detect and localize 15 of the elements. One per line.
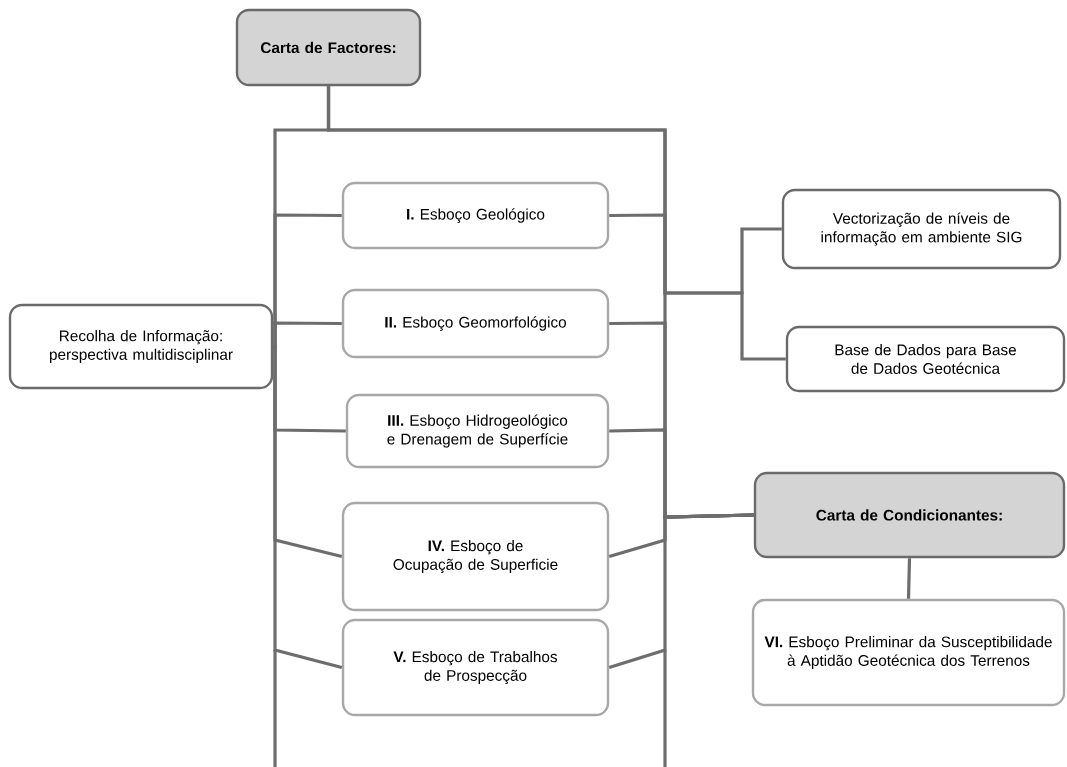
process-box: Vectorização de níveis de informação em ambiente SIG (781, 188, 1062, 270)
process-box: V. Esboço de Trabalhos de Prospecção (341, 618, 610, 717)
process-box: VI. Esboço Preliminar da Susceptibilidade à Aptidão Geotécnica dos Terrenos (751, 598, 1066, 707)
heading-box: Carta de Condicionantes: (753, 471, 1066, 559)
process-box: Recolha de Informação: perspectiva multidisciplinar (8, 303, 274, 390)
process-box: I. Esboço Geológico (341, 181, 610, 250)
process-box: Base de Dados para Base de Dados Geotécnica (785, 325, 1066, 393)
process-box: III. Esboço Hidrogeológico e Drenagem de Superfície (345, 393, 610, 469)
heading-box: Carta de Factores: (235, 8, 422, 87)
connector-line (326, 86, 786, 361)
connector-line (608, 513, 754, 670)
process-box: IV. Esboço de Ocupação de Superficie (341, 501, 610, 612)
connector-line (271, 345, 343, 670)
process-box: II. Esboço Geomorfológico (341, 288, 610, 359)
connector-line (906, 558, 912, 599)
